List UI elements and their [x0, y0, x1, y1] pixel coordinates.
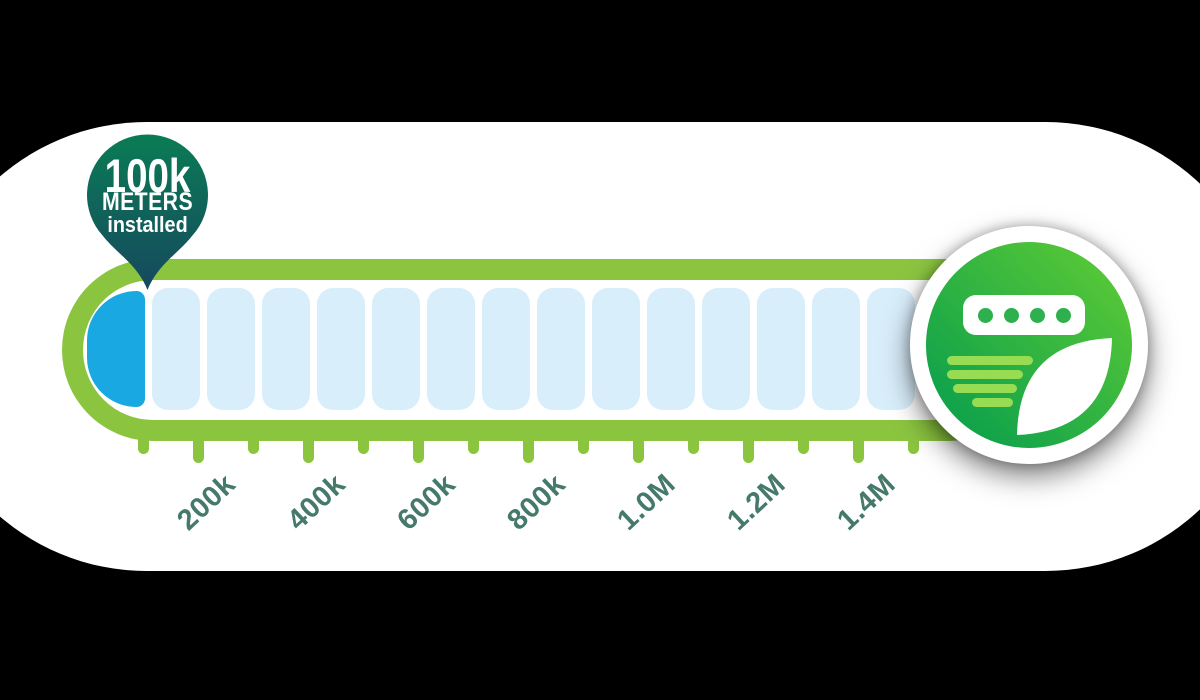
signal-line — [947, 370, 1023, 379]
axis-minor-tick — [907, 438, 919, 454]
axis-major-tick — [522, 438, 534, 463]
meter-segment — [317, 288, 365, 410]
pin-value: 100k — [104, 149, 191, 202]
axis-major-tick — [412, 438, 424, 463]
axis-minor-tick — [577, 438, 589, 454]
meter-segment — [867, 288, 915, 410]
axis-minor-tick — [137, 438, 149, 454]
meter-segment — [372, 288, 420, 410]
axis-major-tick — [632, 438, 644, 463]
axis-minor-tick — [247, 438, 259, 454]
meter-segment — [592, 288, 640, 410]
signal-line — [947, 356, 1033, 365]
meter-segment — [647, 288, 695, 410]
display-dot — [1029, 307, 1045, 323]
pin-shape — [86, 134, 208, 290]
axis-major-tick — [852, 438, 864, 463]
axis-major-tick — [302, 438, 314, 463]
display-dot — [977, 307, 993, 323]
smart-meter-badge — [926, 242, 1132, 448]
signal-line — [953, 384, 1017, 393]
meter-segment-filled — [87, 291, 145, 407]
meter-segment — [262, 288, 310, 410]
meter-segment — [152, 288, 200, 410]
milestone-pin-icon — [86, 134, 208, 290]
meter-display-icon — [963, 295, 1085, 335]
meter-segment — [537, 288, 585, 410]
axis-minor-tick — [357, 438, 369, 454]
pin-status-label: installed — [107, 212, 188, 237]
display-dot — [1003, 307, 1019, 323]
signal-line — [972, 398, 1013, 407]
display-dot — [1055, 307, 1071, 323]
meter-segment — [702, 288, 750, 410]
axis-major-tick — [192, 438, 204, 463]
leaf-icon — [1017, 338, 1112, 435]
meter-segment — [812, 288, 860, 410]
axis-minor-tick — [687, 438, 699, 454]
axis-minor-tick — [797, 438, 809, 454]
meter-segment — [482, 288, 530, 410]
meter-segment — [757, 288, 805, 410]
meter-segment — [427, 288, 475, 410]
axis-major-tick — [742, 438, 754, 463]
axis-minor-tick — [467, 438, 479, 454]
meter-segment — [207, 288, 255, 410]
pin-unit-label: METERS — [101, 188, 194, 216]
